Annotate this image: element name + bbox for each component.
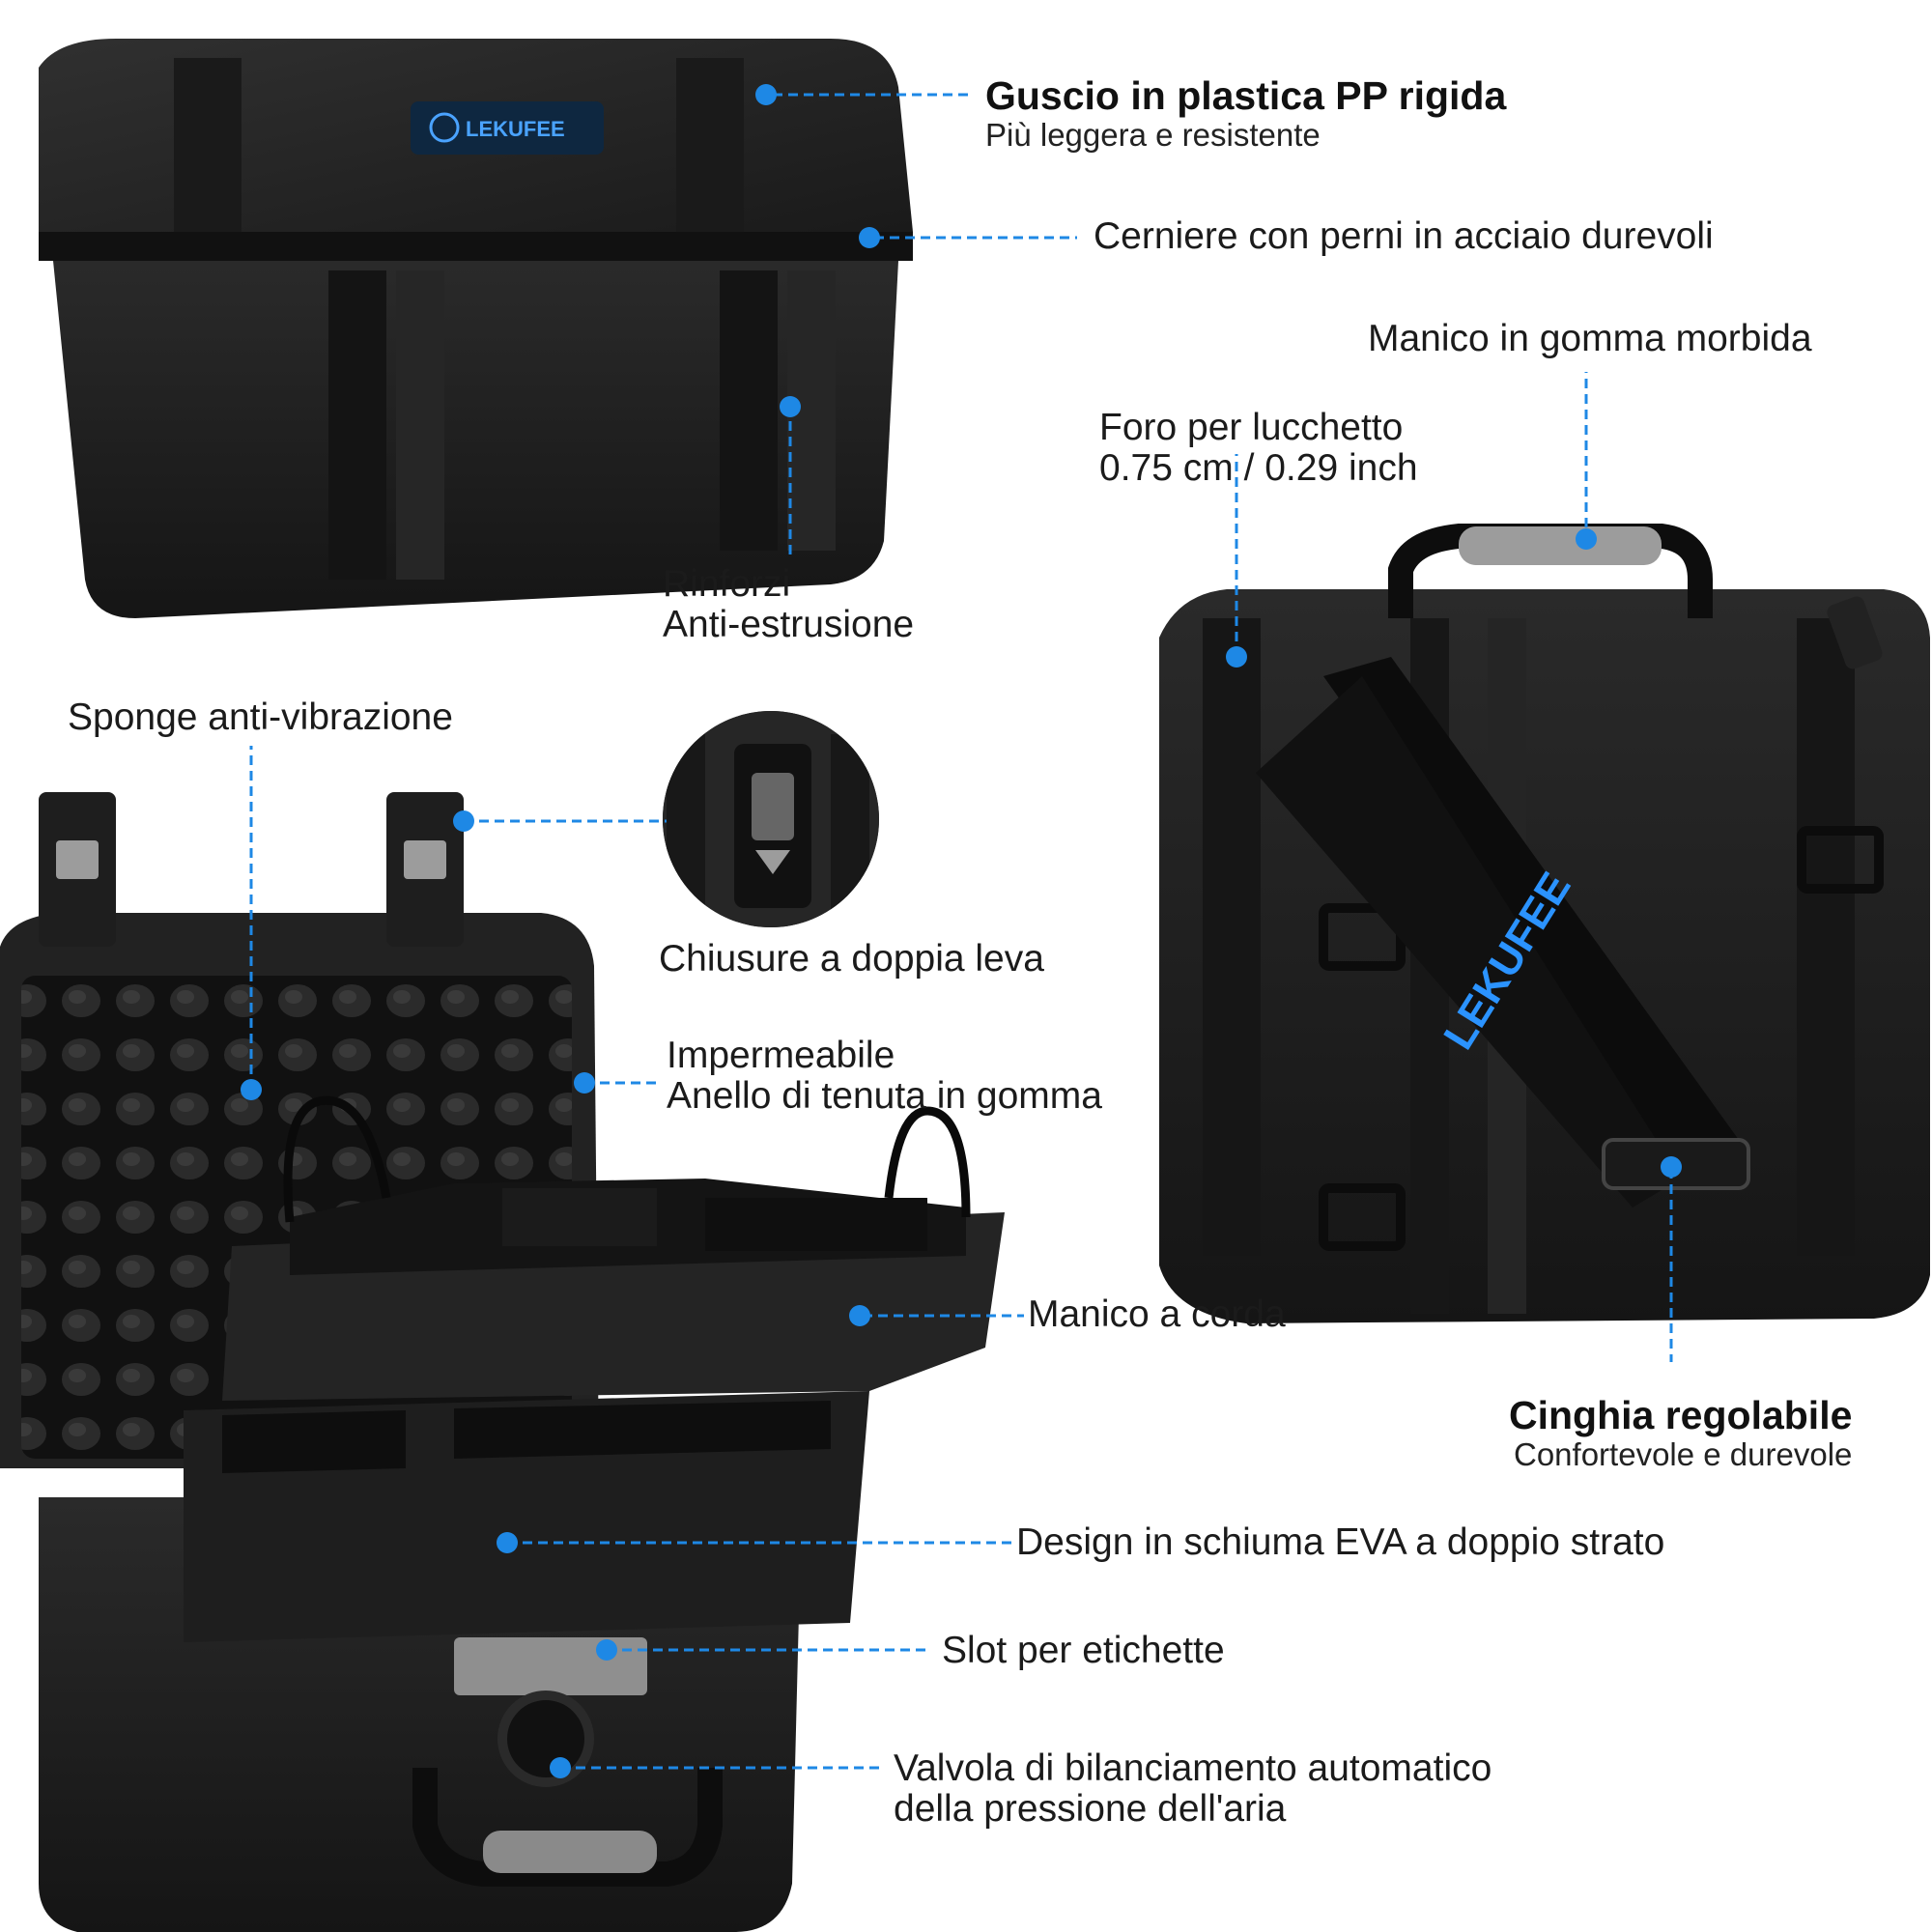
closed-case-right: LEKUFEE	[1159, 524, 1930, 1323]
callout-hinges-title: Cerniere con perni in acciaio durevoli	[1094, 215, 1714, 257]
callout-latches: Chiusure a doppia leva	[659, 939, 1044, 980]
callout-padlock-line1: Foro per lucchetto	[1099, 407, 1404, 448]
callout-leaders	[249, 93, 1673, 1770]
callout-strap: Cinghia regolabile Confortevole e durevo…	[1509, 1395, 1852, 1474]
latch-closeup-inset	[663, 711, 879, 927]
callout-seal-line2: Anello di tenuta in gomma	[667, 1075, 1102, 1117]
callout-valve: Valvola di bilanciamento automatico dell…	[894, 1748, 1492, 1830]
callout-ribs-line2: Anti-estrusione	[663, 604, 915, 645]
callout-shell: Guscio in plastica PP rigida Più leggera…	[985, 75, 1506, 155]
callout-shell-title: Guscio in plastica PP rigida	[985, 73, 1507, 118]
callout-label-slot-title: Slot per etichette	[942, 1630, 1225, 1671]
callout-ribs-line1: Rinforzi	[663, 563, 791, 605]
callout-sponge: Sponge anti-vibrazione	[68, 697, 453, 738]
callout-rope-title: Manico a corda	[1028, 1293, 1286, 1335]
callout-rope: Manico a corda	[1028, 1294, 1286, 1335]
callout-dots	[241, 84, 1682, 1778]
callout-valve-line2: della pressione dell'aria	[894, 1788, 1287, 1830]
callout-sponge-title: Sponge anti-vibrazione	[68, 696, 453, 738]
open-case	[0, 792, 1005, 1932]
callout-handle-title: Manico in gomma morbida	[1368, 318, 1812, 359]
callout-strap-title: Cinghia regolabile	[1509, 1393, 1853, 1437]
callout-ribs: Rinforzi Anti-estrusione	[663, 564, 914, 645]
callout-handle: Manico in gomma morbida	[1368, 319, 1812, 359]
logo-text-top: LEKUFEE	[466, 117, 565, 141]
callout-padlock: Foro per lucchetto 0.75 cm / 0.29 inch	[1099, 408, 1418, 489]
callout-padlock-line2: 0.75 cm / 0.29 inch	[1099, 447, 1418, 489]
callout-strap-subtitle: Confortevole e durevole	[1514, 1436, 1853, 1472]
callout-latches-title: Chiusure a doppia leva	[659, 938, 1044, 980]
callout-label-slot: Slot per etichette	[942, 1631, 1225, 1671]
closed-case-top: LEKUFEE	[39, 39, 913, 618]
callout-foam: Design in schiuma EVA a doppio strato	[1016, 1522, 1664, 1563]
callout-hinges: Cerniere con perni in acciaio durevoli	[1094, 216, 1714, 257]
callout-shell-subtitle: Più leggera e resistente	[985, 117, 1321, 153]
callout-foam-title: Design in schiuma EVA a doppio strato	[1016, 1521, 1665, 1563]
callout-valve-line1: Valvola di bilanciamento automatico	[894, 1747, 1492, 1789]
callout-seal: Impermeabile Anello di tenuta in gomma	[667, 1036, 1102, 1117]
callout-seal-line1: Impermeabile	[667, 1035, 895, 1076]
